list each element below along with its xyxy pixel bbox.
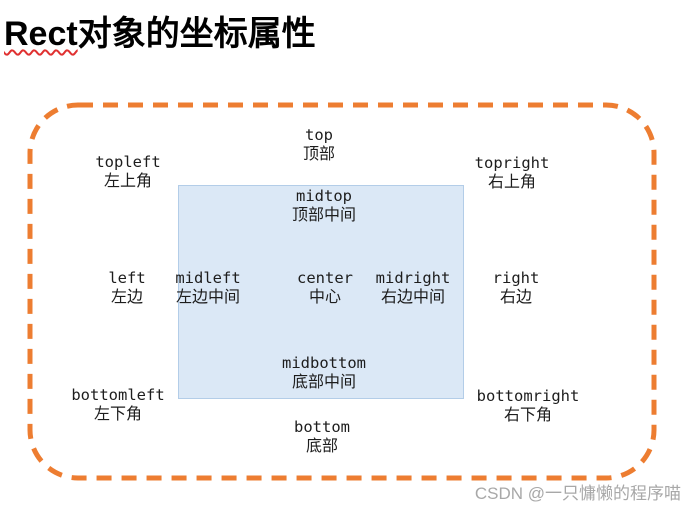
label-bottomright-en: bottomright xyxy=(476,387,580,405)
label-center-en: center xyxy=(297,269,353,287)
label-bottomleft-zh: 左下角 xyxy=(93,406,143,423)
label-topleft-en: topleft xyxy=(95,153,161,171)
label-midtop-en: midtop xyxy=(295,187,352,205)
dashed-rounded-rect xyxy=(27,102,657,481)
label-bottom: bottom 底部 xyxy=(294,418,350,457)
label-midtop: midtop 顶部中间 xyxy=(292,187,356,226)
csdn-watermark: CSDN @一只慵懒的程序喵 xyxy=(474,484,681,503)
label-right-en: right xyxy=(492,269,540,287)
rect-object-area xyxy=(178,185,464,399)
page-title: Rect对象的坐标属性 xyxy=(4,6,316,55)
label-midtop-zh: 顶部中间 xyxy=(291,207,357,224)
label-bottom-zh: 底部 xyxy=(305,438,338,455)
label-center-zh: 中心 xyxy=(308,289,341,306)
label-midbottom-zh: 底部中间 xyxy=(291,374,356,391)
label-top-en: top xyxy=(304,126,333,144)
label-right-zh: 右边 xyxy=(499,289,533,306)
label-topleft-zh: 左上角 xyxy=(103,173,153,190)
label-midleft-en: midleft xyxy=(175,269,241,287)
label-bottom-en: bottom xyxy=(294,418,350,436)
label-midright: midright 右边中间 xyxy=(376,269,451,308)
label-midbottom: midbottom 底部中间 xyxy=(282,354,366,393)
label-bottomleft: bottomleft 左下角 xyxy=(71,386,164,425)
title-rest: 对象的坐标属性 xyxy=(77,15,316,53)
label-left-en: left xyxy=(108,269,146,287)
label-midright-zh: 右边中间 xyxy=(380,289,445,306)
label-topright-en: topright xyxy=(474,154,550,172)
label-midleft: midleft 左边中间 xyxy=(175,269,240,308)
label-bottomleft-en: bottomleft xyxy=(71,386,165,404)
label-topright: topright 右上角 xyxy=(475,154,550,193)
label-bottomright-zh: 右下角 xyxy=(503,407,552,424)
label-right: right 右边 xyxy=(493,269,540,308)
label-topright-zh: 右上角 xyxy=(487,174,536,191)
label-center: center 中心 xyxy=(297,269,353,308)
title-rect-word: Rect xyxy=(4,15,78,53)
label-left-zh: 左边 xyxy=(110,289,144,306)
label-left: left 左边 xyxy=(108,269,145,308)
label-top-zh: 顶部 xyxy=(302,146,336,163)
label-top: top 顶部 xyxy=(303,126,335,165)
label-midright-en: midright xyxy=(375,269,451,287)
label-topleft: topleft 左上角 xyxy=(95,153,160,192)
label-midleft-zh: 左边中间 xyxy=(175,289,241,306)
label-midbottom-en: midbottom xyxy=(282,354,366,372)
label-bottomright: bottomright 右下角 xyxy=(477,387,580,426)
